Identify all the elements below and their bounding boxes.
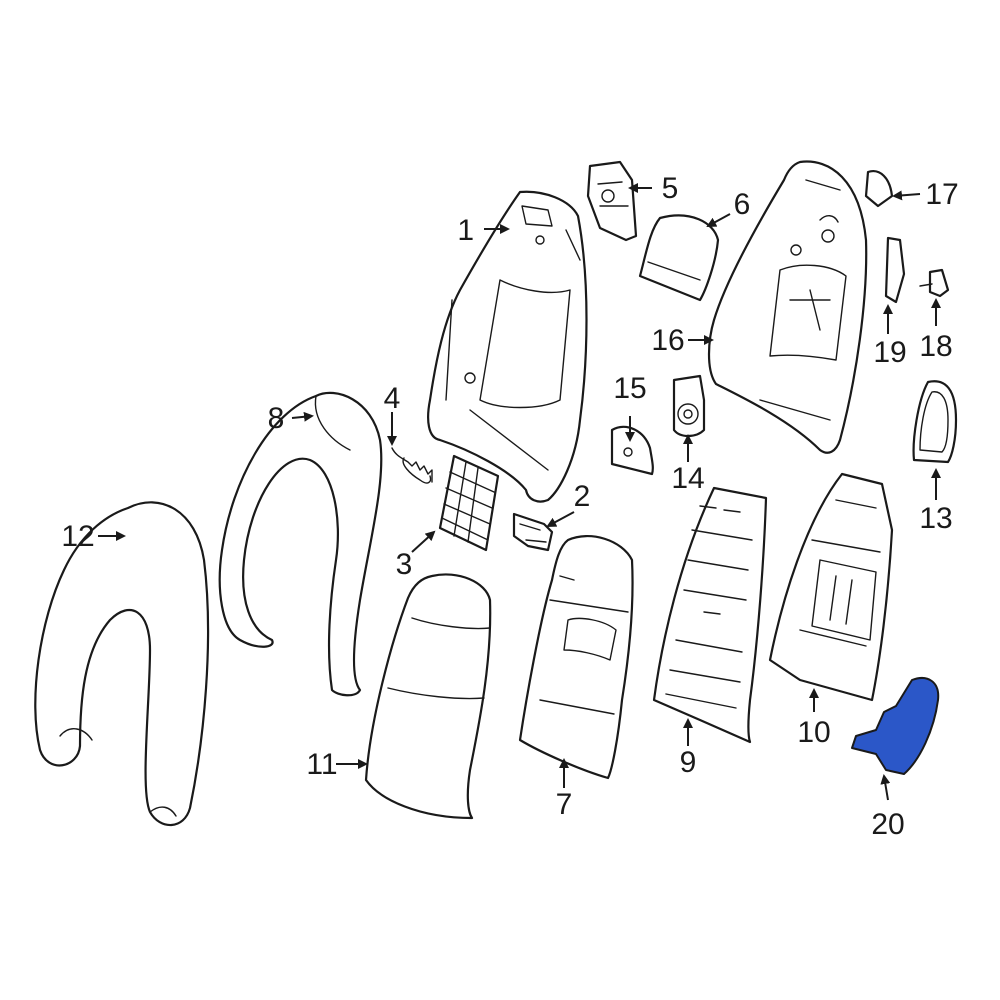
callout-2: 2 xyxy=(574,480,591,513)
part-4-spring[interactable] xyxy=(391,447,433,484)
part-7-back-panel[interactable] xyxy=(518,535,634,780)
part-10-rear-frame[interactable] xyxy=(768,472,894,702)
callout-13: 13 xyxy=(919,502,952,535)
callout-6: 6 xyxy=(734,188,751,221)
callout-19: 19 xyxy=(873,336,906,369)
part-19-trim-strip[interactable] xyxy=(884,236,906,304)
callout-14: 14 xyxy=(671,462,704,495)
part-9-perforated-panel[interactable] xyxy=(652,486,768,744)
callout-16: 16 xyxy=(651,324,684,357)
part-6-cover-cap[interactable] xyxy=(638,214,720,302)
part-8-side-trim[interactable] xyxy=(218,391,383,697)
callout-1: 1 xyxy=(457,214,474,247)
part-18-push-pin[interactable] xyxy=(919,268,950,298)
part-2-bracket[interactable] xyxy=(512,512,554,552)
part-15-cap[interactable] xyxy=(610,425,654,476)
part-16-backrest-shell[interactable] xyxy=(707,160,868,454)
leader-lines xyxy=(98,183,941,801)
part-13-trim-ring[interactable] xyxy=(912,380,958,464)
callout-3: 3 xyxy=(396,548,413,581)
callout-18: 18 xyxy=(919,330,952,363)
callout-4: 4 xyxy=(384,382,401,415)
callout-12: 12 xyxy=(61,520,94,553)
callout-9: 9 xyxy=(680,746,697,779)
part-20-highlighted[interactable] xyxy=(851,677,940,775)
part-5-upper-bracket[interactable] xyxy=(586,160,638,242)
part-3-support-mat[interactable] xyxy=(438,454,500,552)
callout-labels: 1 2 3 4 5 6 7 8 9 10 11 12 13 14 15 16 1… xyxy=(61,172,958,841)
callout-5: 5 xyxy=(662,172,679,205)
part-14-knob[interactable] xyxy=(672,374,706,438)
callout-7: 7 xyxy=(556,788,573,821)
part-12-backrest-cover[interactable] xyxy=(34,501,210,827)
callout-10: 10 xyxy=(797,716,830,749)
part-17-clip[interactable] xyxy=(864,170,894,208)
callout-15: 15 xyxy=(613,372,646,405)
callout-8: 8 xyxy=(268,402,285,435)
part-1-backrest-frame[interactable] xyxy=(427,190,588,503)
callout-20: 20 xyxy=(871,808,904,841)
callout-17: 17 xyxy=(925,178,958,211)
part-11-backrest-pad[interactable] xyxy=(364,573,492,820)
callout-11: 11 xyxy=(306,748,337,781)
